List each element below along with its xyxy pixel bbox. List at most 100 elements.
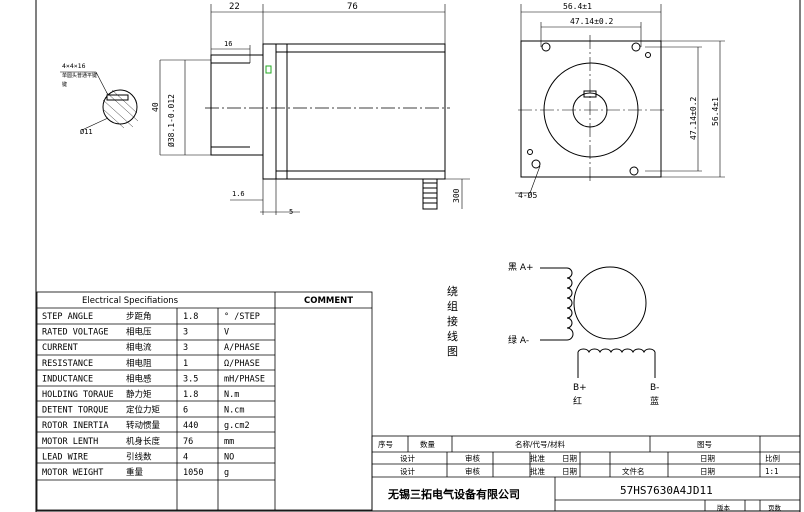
spec-unit-8: mm [224,437,234,447]
tb-approve-2: 批准 [530,466,545,476]
dim-lead: 300 [452,188,461,203]
spec-cn-10: 重量 [126,467,144,478]
tb-model: 57HS7630A4JD11 [620,484,713,497]
key-note: 4×4×16 [62,62,86,70]
spec-en-0: STEP ANGLE [42,312,93,322]
tb-scale: 比例 [765,453,780,463]
label-b-minus-color: 蓝 [650,395,659,407]
tb-design: 设计 [400,453,415,463]
spec-en-3: RESISTANCE [42,359,93,369]
spec-unit-5: N.m [224,390,239,400]
tb-company: 无锡三拓电气设备有限公司 [387,487,520,501]
spec-val-9: 4 [183,452,188,462]
spec-cn-7: 转动惯量 [126,420,161,431]
spec-val-8: 76 [183,437,193,447]
spec-en-9: LEAD WIRE [42,452,88,462]
dim-front-height-outer: 56.4±1 [711,97,720,126]
title-block-grid [371,435,801,512]
tb-date-4: 日期 [700,467,715,476]
spec-unit-1: V [224,328,229,338]
tb-date: 日期 [562,454,577,463]
spec-en-2: CURRENT [42,343,78,353]
spec-en-4: INDUCTANCE [42,374,93,384]
spec-unit-9: NO [224,452,234,462]
tb-scale-val: 1:1 [765,467,779,476]
dim-shaft-len: 40 [151,102,160,112]
spec-table-title: Electrical Specifiations [82,296,179,306]
spec-cn-1: 相电压 [126,327,152,338]
front-view [515,4,725,194]
tb-version: 版本 [717,503,731,512]
spec-val-0: 1.8 [183,312,198,322]
dim-pilot-depth: 1.6 [232,190,245,198]
spec-en-7: ROTOR INERTIA [42,421,109,431]
spec-val-3: 1 [183,359,188,369]
dim-flange-thk: 5 [289,208,293,216]
dim-front-width-holes: 47.14±0.2 [570,17,614,26]
spec-unit-6: N.cm [224,406,244,416]
spec-cn-6: 定位力矩 [126,405,161,416]
spec-unit-2: A/PHASE [224,343,260,353]
tb-design-2: 设计 [400,466,415,476]
label-a-plus: 黑 A+ [508,262,534,273]
wiring-title-4: 线 [447,329,458,343]
spec-en-1: RATED VOLTAGE [42,328,109,338]
dim-body: 76 [347,2,358,12]
tb-date-3: 日期 [562,467,577,476]
label-b-plus: B+ [573,383,587,393]
spec-unit-3: Ω/PHASE [224,359,260,369]
spec-val-4: 3.5 [183,374,198,384]
wiring-title-5: 图 [447,345,458,358]
side-view [159,4,470,215]
comment-header: COMMENT [304,296,353,306]
spec-unit-10: g [224,468,229,478]
label-b-minus: B- [650,383,659,393]
shaft-section [60,71,139,131]
spec-cn-9: 引线数 [126,451,152,462]
tb-file-name: 文件名 [622,466,645,476]
spec-val-7: 440 [183,421,198,431]
spec-en-5: HOLDING TORAUE [42,390,114,400]
tb-page: 页数 [768,503,782,512]
spec-en-10: MOTOR WEIGHT [42,468,103,478]
spec-cn-0: 步距角 [126,311,152,322]
dim-key-shaft: Ø11 [80,128,93,136]
dim-shaft-flat: 16 [224,40,232,48]
spec-val-1: 3 [183,328,188,338]
spec-cn-4: 相电感 [126,373,152,384]
svg-text:键: 键 [62,81,67,88]
spec-val-6: 6 [183,406,188,416]
spec-cn-2: 相电流 [126,342,152,353]
spec-val-10: 1050 [183,468,203,478]
spec-val-2: 3 [183,343,188,353]
tb-check-2: 审核 [465,466,480,476]
tb-name: 名称/代号/材料 [515,439,566,449]
wiring-title-2: 组 [447,299,458,313]
label-a-minus: 绿 A- [508,334,529,346]
dim-front-height-holes: 47.14±0.2 [689,96,698,140]
tb-date-2: 日期 [700,454,715,463]
tb-seq: 序号 [378,439,393,449]
dim-front-holes: 4-Ø5 [518,190,537,200]
dim-pilot: Ø38.1-0.012 [166,94,176,147]
dim-flange: 22 [229,2,240,12]
spec-unit-7: g.cm2 [224,421,250,431]
tb-qty: 数量 [420,439,435,449]
spec-val-5: 1.8 [183,390,198,400]
spec-unit-4: mH/PHASE [224,374,265,384]
spec-cn-5: 静力矩 [126,389,152,400]
dim-front-width-outer: 56.4±1 [563,2,592,11]
wiring-title-1: 绕 [447,285,458,298]
spec-table-grid [36,291,373,511]
wiring-title-3: 接 [447,315,458,328]
label-b-plus-color: 红 [573,395,582,407]
wiring-diagram [540,266,656,378]
spec-cn-8: 机身长度 [126,436,161,447]
tb-check: 审核 [465,453,480,463]
tb-drawing: 图号 [697,440,712,449]
tb-approve: 批准 [530,453,545,463]
spec-en-6: DETENT TORQUE [42,406,109,416]
key-note-sub: 单圆头普通平键 [62,72,97,79]
